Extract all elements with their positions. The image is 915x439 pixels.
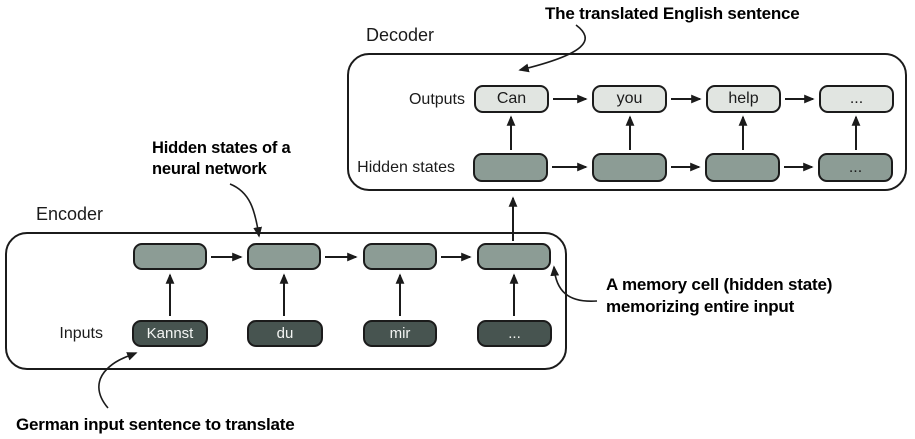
encoder-label: Encoder bbox=[36, 204, 104, 224]
decoder-hidden-box-2 bbox=[592, 153, 667, 182]
annotation-hidden-states-line1: Hidden states of a bbox=[152, 139, 291, 157]
annotation-hidden-states: Hidden states of a neural network bbox=[152, 138, 291, 180]
encoder-hidden-box-2 bbox=[247, 243, 321, 270]
input-box-2: du bbox=[247, 320, 323, 347]
output-box-1: Can bbox=[474, 85, 549, 113]
annotation-hidden-states-line2: neural network bbox=[152, 160, 267, 178]
encoder-hidden-box-3 bbox=[363, 243, 437, 270]
output-box-4: ... bbox=[819, 85, 894, 113]
encoder-box bbox=[5, 232, 567, 370]
annotation-german-input: German input sentence to translate bbox=[16, 415, 295, 434]
annotation-translated-sentence: The translated English sentence bbox=[545, 4, 800, 23]
decoder-label: Decoder bbox=[366, 25, 435, 45]
input-box-3: mir bbox=[363, 320, 437, 347]
hidden-states-row-label: Hidden states bbox=[357, 159, 455, 176]
inputs-row-label: Inputs bbox=[59, 325, 103, 342]
outputs-row-label: Outputs bbox=[408, 91, 465, 108]
encoder-hidden-box-4 bbox=[477, 243, 551, 270]
decoder-hidden-box-4: ... bbox=[818, 153, 893, 182]
decoder-hidden-box-3 bbox=[705, 153, 780, 182]
output-box-2: you bbox=[592, 85, 667, 113]
decoder-hidden-box-1 bbox=[473, 153, 548, 182]
output-box-3: help bbox=[706, 85, 781, 113]
annotation-memory-cell: A memory cell (hidden state) memorizing … bbox=[606, 274, 832, 318]
annotation-memory-cell-line2: memorizing entire input bbox=[606, 297, 795, 316]
annotation-memory-cell-line1: A memory cell (hidden state) bbox=[606, 275, 833, 294]
encoder-hidden-box-1 bbox=[133, 243, 207, 270]
input-box-1: Kannst bbox=[132, 320, 208, 347]
decoder-box bbox=[347, 53, 907, 191]
input-box-4: ... bbox=[477, 320, 552, 347]
